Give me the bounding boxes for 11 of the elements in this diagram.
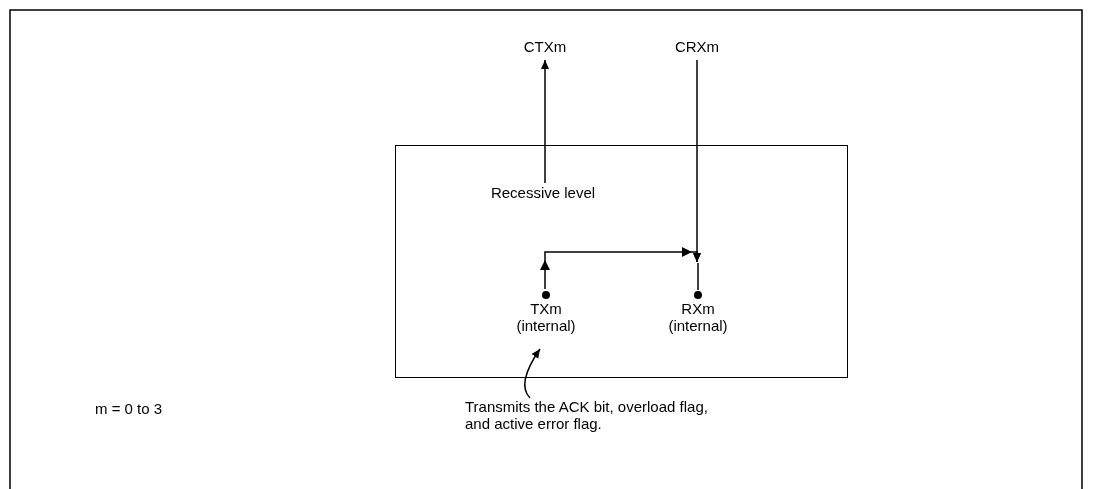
block-outline bbox=[395, 145, 848, 378]
leader-line bbox=[524, 348, 541, 399]
pin-label: CTXm bbox=[522, 38, 568, 55]
pin-label: RXm (internal) bbox=[667, 300, 729, 334]
pin-label: TXm (internal) bbox=[515, 300, 577, 334]
signal-level-label: Recessive level bbox=[489, 184, 597, 201]
signal-arrow bbox=[544, 251, 701, 290]
note-text: Transmits the ACK bit, overload flag, and active error flag. bbox=[465, 398, 709, 432]
signal-arrow bbox=[541, 59, 549, 184]
pin-label: CRXm bbox=[673, 38, 721, 55]
note-text: m = 0 to 3 bbox=[95, 400, 163, 417]
